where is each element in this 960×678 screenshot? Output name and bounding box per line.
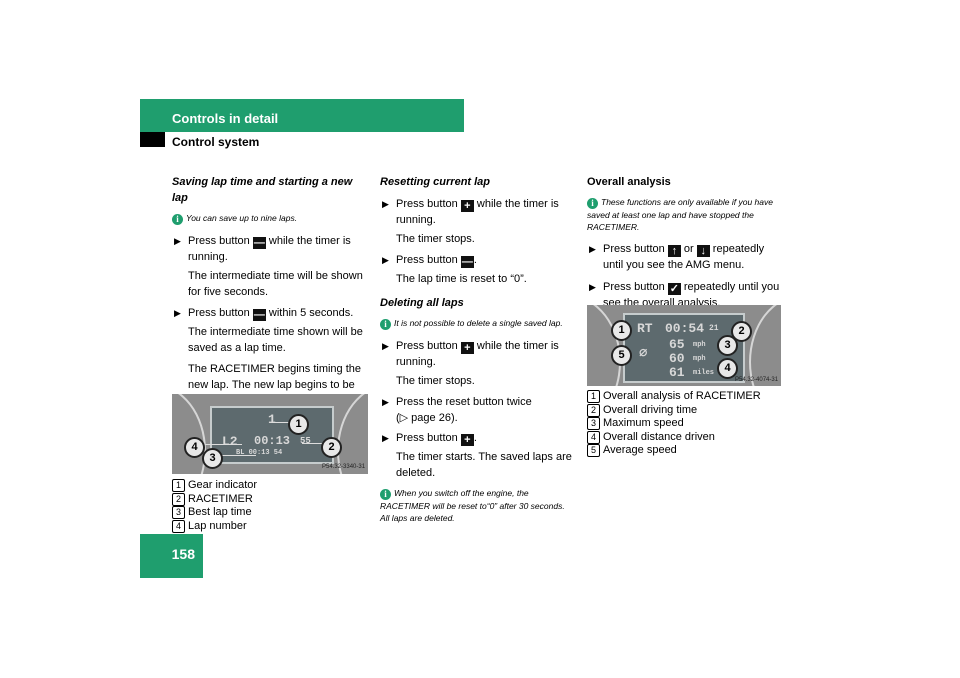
bullet-arrow-icon: ▶: [174, 236, 181, 246]
racetimer-value: 00:13: [254, 434, 291, 448]
plus-button-icon: +: [460, 434, 474, 446]
avg-speed: 60: [669, 351, 685, 366]
minus-button-icon: —: [460, 256, 474, 268]
section-heading: Saving lap time and starting a new lap: [172, 176, 353, 204]
distance: 61: [669, 365, 685, 380]
header-marker: [140, 132, 165, 147]
bullet-arrow-icon: ▶: [589, 282, 596, 292]
subsection-title: Control system: [172, 135, 260, 149]
step-note: The timer stops.: [396, 375, 475, 387]
callout-1: 1: [611, 320, 632, 341]
info-icon: i: [172, 214, 183, 225]
info-icon: i: [587, 198, 598, 209]
instrument-cluster-photo: RT 00:54 21 ∅ 65 mph 60 mph 61 miles 1 5…: [587, 305, 781, 386]
callout-5: 5: [611, 345, 632, 366]
rt-label: RT: [637, 321, 653, 336]
step-note: The timer starts. The saved laps are del…: [396, 451, 572, 479]
instruction-step: ▶ Press button + while the timer is runn…: [382, 340, 559, 368]
instruction-step: ▶ Press button + while the timer is runn…: [382, 198, 559, 226]
column-resetting: Resetting current lap ▶ Press button + w…: [380, 174, 576, 532]
display-back-button-icon: ↑: [667, 245, 681, 257]
minus-button-icon: —: [252, 309, 266, 321]
bullet-arrow-icon: ▶: [382, 433, 389, 443]
page-number: 158: [171, 546, 195, 562]
callout-3: 3: [202, 448, 223, 469]
callout-1: 1: [288, 414, 309, 435]
callout-2: 2: [321, 437, 342, 458]
instruction-step: ▶ Press button — while the timer is runn…: [174, 235, 351, 263]
best-lap: BL 00:13 54: [236, 449, 283, 457]
distance-unit: miles: [693, 369, 715, 377]
instruction-step: ▶ Press button —.: [382, 254, 477, 268]
racetimer-tenths: 55: [300, 436, 311, 446]
plus-button-icon: +: [460, 200, 474, 212]
bullet-arrow-icon: ▶: [382, 397, 389, 407]
gear-indicator: 1: [268, 412, 276, 427]
section-heading: Deleting all laps: [380, 297, 464, 309]
section-heading: Resetting current lap: [380, 176, 491, 188]
max-speed: 65: [669, 337, 685, 352]
step-note: The lap time is reset to “0”.: [396, 273, 527, 285]
callout-2: 2: [731, 321, 752, 342]
step-note: The intermediate time shown will be save…: [188, 326, 363, 354]
max-speed-unit: mph: [693, 341, 706, 349]
lap-number: L2: [222, 434, 238, 449]
instruction-step: ▶ Press button ↑ or ↓ repeatedly until y…: [589, 243, 765, 271]
photo-code: P54.32-3340-31: [322, 464, 366, 470]
bullet-arrow-icon: ▶: [589, 244, 596, 254]
left-gauge: [172, 394, 206, 474]
section-title: Controls in detail: [172, 111, 279, 126]
bullet-arrow-icon: ▶: [382, 199, 389, 209]
instrument-cluster-photo: 1 L2 00:13 55 BL 00:13 54 1 2 4 3 P54.32…: [172, 394, 368, 474]
bullet-arrow-icon: ▶: [174, 308, 181, 318]
average-symbol: ∅: [639, 346, 648, 362]
overall-time: 00:54: [665, 321, 705, 336]
minus-button-icon: —: [252, 237, 266, 249]
avg-speed-unit: mph: [693, 355, 706, 363]
bullet-arrow-icon: ▶: [382, 255, 389, 265]
page-reference: (▷ page 26).: [396, 412, 458, 424]
display-forward-button-icon: ↓: [696, 245, 710, 257]
plus-button-icon: +: [460, 342, 474, 354]
overall-tenths: 21: [709, 324, 719, 333]
photo-code: P54.32-4074-31: [735, 377, 779, 383]
instruction-step: ▶ Press button +.: [382, 432, 477, 446]
lcd-screen: 1 L2 00:13 55 BL 00:13 54: [210, 406, 334, 464]
column-saving-lap: Saving lap time and starting a new lap i…: [172, 174, 368, 430]
instruction-step: ▶ Press button — within 5 seconds.: [174, 307, 354, 321]
callout-4: 4: [717, 358, 738, 379]
instruction-step: ▶ Press the reset button twice(▷ page 26…: [382, 396, 532, 424]
info-icon: i: [380, 319, 391, 330]
bullet-arrow-icon: ▶: [382, 341, 389, 351]
info-icon: i: [380, 489, 391, 500]
step-note: The intermediate time will be shown for …: [188, 270, 363, 298]
callout-3: 3: [717, 335, 738, 356]
page-number-box: 158: [140, 534, 203, 578]
header-bar: [140, 99, 464, 132]
down-button-icon: ✓: [667, 283, 681, 295]
right-gauge: [337, 394, 368, 474]
section-heading: Overall analysis: [587, 176, 671, 188]
callout-4: 4: [184, 437, 205, 458]
step-note: The timer stops.: [396, 233, 475, 245]
right-gauge: [749, 305, 781, 386]
